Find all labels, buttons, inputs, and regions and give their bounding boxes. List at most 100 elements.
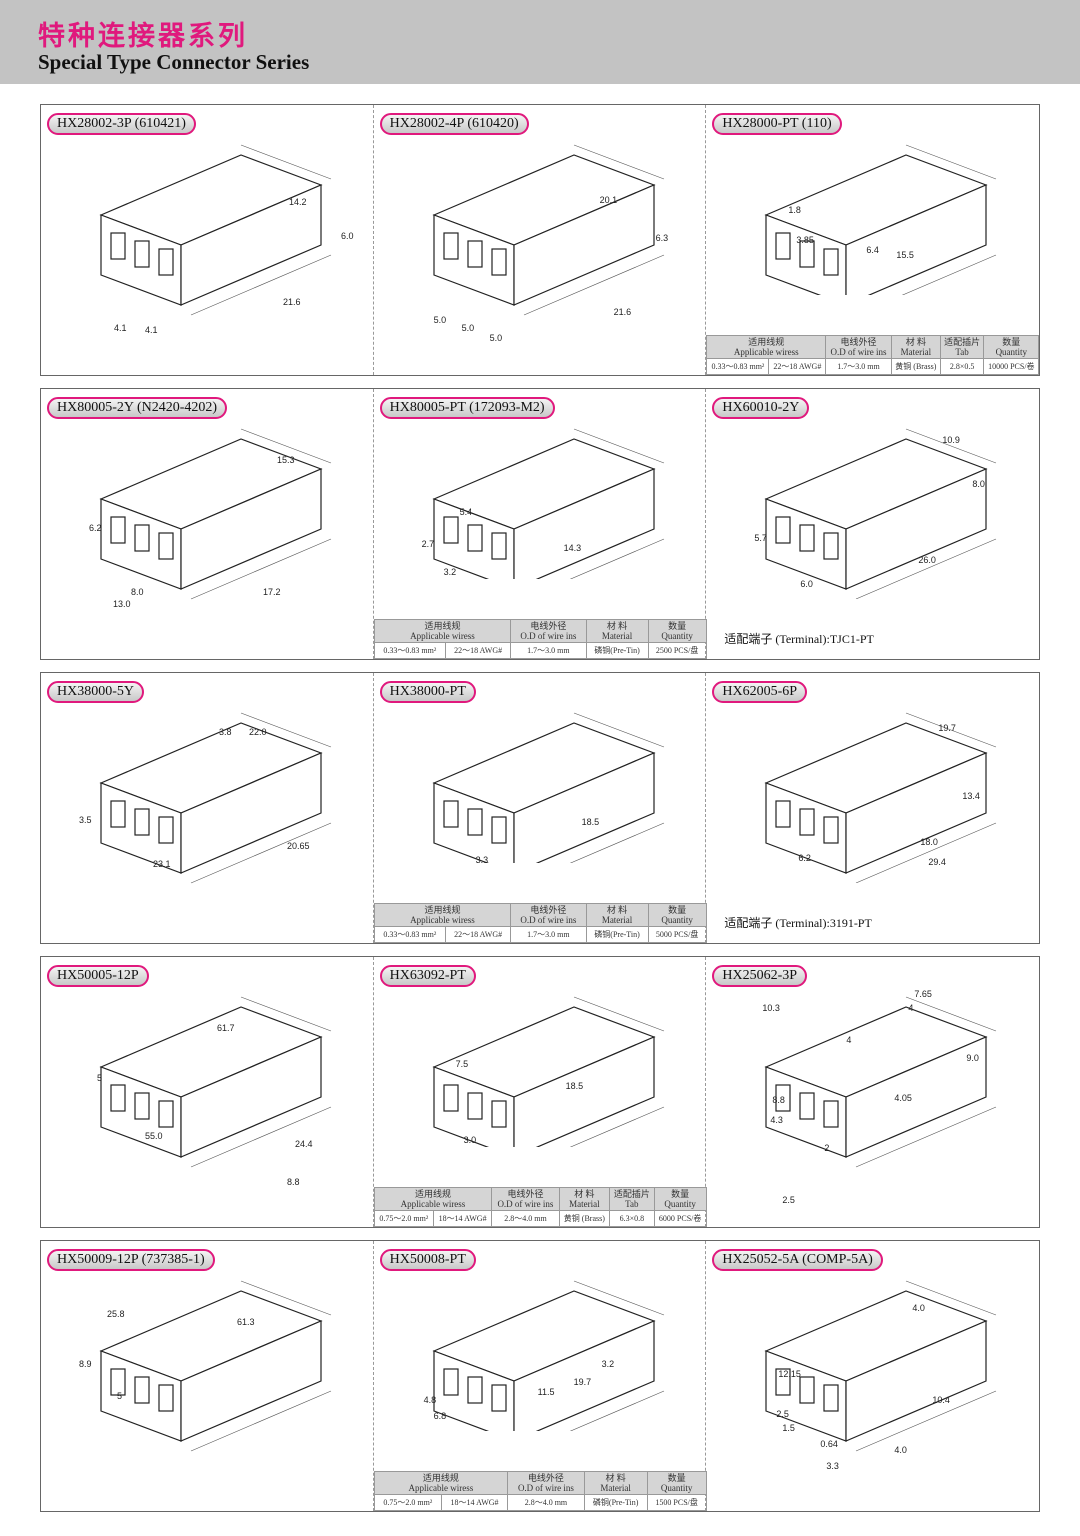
dimension-label: 17.2 (263, 587, 281, 597)
dimension-label: 4.8 (423, 1395, 437, 1405)
dimension-label: 7.65 (914, 989, 932, 999)
dimension-label: 9.0 (966, 1053, 979, 1063)
part-number-label: HX28002-3P (610421) (47, 113, 196, 135)
part-number-label: HX80005-PT (172093-M2) (379, 397, 555, 419)
table-text: Applicable wiress (733, 347, 799, 357)
cell-mm: 0.75～2.0 mm² (373, 1210, 434, 1227)
table-text: 适用线规 (424, 621, 461, 631)
dimension-label: 5.0 (489, 333, 503, 343)
part-number-label: HX62005-6P (712, 681, 808, 703)
table-text: Quantity (660, 1483, 693, 1493)
table-text: 电线外径 (507, 1189, 544, 1199)
cell-mm: 0.33～0.83 mm² (706, 358, 770, 375)
part-number-label: HX50008-PT (379, 1249, 476, 1271)
dimension-label: 18.5 (565, 1081, 584, 1091)
connector-drawing (99, 712, 332, 884)
dimension-label: 4.0 (894, 1445, 907, 1455)
table-text: Applicable wiress (410, 631, 475, 641)
dimension-label: 6.2 (89, 523, 102, 533)
table-text: Material (900, 347, 932, 357)
table-text: Quantity (995, 347, 1028, 357)
dimension-label: 1.8 (788, 205, 801, 215)
cell-material: 磷铜(Pre-Tin) (585, 926, 649, 943)
dimension-label: 3.2 (601, 1359, 615, 1369)
part-number-label: HX25062-3P (712, 965, 808, 987)
cell-awg: 22～18 AWG# (768, 358, 827, 375)
table-text: O.D of wire ins (830, 347, 887, 357)
connector-drawing (764, 428, 997, 599)
dimension-label: 8.8 (287, 1177, 300, 1187)
table-text: O.D of wire ins (517, 1483, 574, 1493)
dimension-label: 5 (117, 1391, 123, 1401)
table-text: Quantity (664, 1199, 696, 1209)
dimension-label: 3.2 (443, 567, 457, 577)
part-number-label: HX50009-12P (737385-1) (47, 1249, 215, 1271)
table-text: 数量 (668, 905, 687, 915)
dimension-label: 2 (824, 1143, 830, 1153)
dimension-label: 20.65 (287, 841, 310, 851)
table-text: 材 料 (605, 1473, 626, 1483)
dimension-label: 10.9 (942, 435, 960, 445)
cell-od: 2.8～4.0 mm (507, 1494, 585, 1511)
dimension-label: 4 (908, 1003, 914, 1013)
table-text: 电线外径 (530, 905, 567, 915)
dimension-label: 6.2 (798, 853, 811, 863)
table-text: 材 料 (606, 905, 628, 915)
dimension-label: 3.85 (796, 235, 814, 245)
table-text: 数量 (1002, 337, 1021, 347)
table-text: Tab (955, 347, 969, 357)
table-text: 材 料 (905, 337, 926, 347)
cell-od: 1.7～3.0 mm (510, 926, 587, 943)
cell-mm: 0.33～0.83 mm² (373, 642, 447, 659)
dimension-label: 15.3 (277, 455, 295, 465)
dimension-label: 19.7 (573, 1377, 592, 1387)
dimension-label: 0.64 (820, 1439, 838, 1449)
table-text: 电线外径 (530, 621, 567, 631)
dimension-label: 5.4 (459, 507, 473, 517)
dimension-label: 4 (846, 1035, 852, 1045)
dimension-label: 4.3 (770, 1115, 783, 1125)
cell-material: 磷铜(Pre-Tin) (583, 1494, 648, 1511)
dimension-label: 26.0 (918, 555, 936, 565)
cell-material: 磷铜(Pre-Tin) (585, 642, 649, 659)
dimension-label: 12.15 (778, 1369, 801, 1379)
dimension-label: 1.5 (782, 1423, 795, 1433)
dimension-label: 3.0 (463, 1135, 477, 1145)
cell-awg: 22～18 AWG# (445, 926, 512, 943)
dimension-label: 6.4 (866, 245, 879, 255)
dimension-label: 4.0 (912, 1303, 925, 1313)
part-number-label: HX38000-PT (379, 681, 476, 703)
connector-drawing (432, 996, 664, 1147)
dimension-label: 3.8 (219, 727, 232, 737)
dimension-label: 5.0 (461, 323, 475, 333)
dimension-label: 8.8 (772, 1095, 785, 1105)
part-number-label: HX50005-12P (47, 965, 149, 987)
dimension-label: 22.0 (249, 727, 267, 737)
part-number-label: HX28000-PT (110) (712, 113, 842, 135)
dimension-label: 18.5 (581, 817, 600, 827)
part-number-label: HX38000-5Y (47, 681, 144, 703)
